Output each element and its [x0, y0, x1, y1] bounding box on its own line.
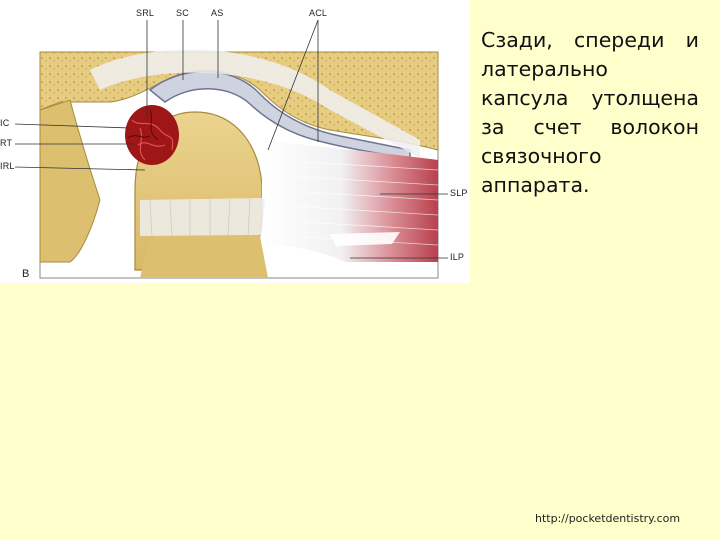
label-acl: ACL [309, 8, 328, 18]
label-rt: RT [0, 138, 13, 148]
label-ilp: ILP [450, 252, 465, 262]
label-sc: SC [176, 8, 189, 18]
capsule-lower-fibers [149, 197, 251, 237]
panel-letter: B [22, 268, 30, 280]
mandibular-neck [140, 236, 268, 278]
inferior-head-tendon [330, 232, 400, 246]
label-irl: IRL [0, 161, 15, 171]
retrodiscal-tissue [125, 105, 179, 165]
tmj-illustration [14, 19, 448, 279]
anatomy-figure: SRL SC AS ACL IC RT IRL SLP ILP B [0, 0, 470, 283]
label-slp: SLP [450, 188, 468, 198]
source-url: http://pocketdentistry.com [535, 512, 681, 525]
muscle-striations [269, 159, 439, 246]
label-srl: SRL [136, 8, 155, 18]
label-as: AS [211, 8, 224, 18]
posterior-bone [39, 99, 101, 263]
capsule-fibers [90, 49, 420, 159]
leader-lines [14, 19, 448, 259]
label-ic: IC [0, 118, 10, 128]
lateral-pterygoid-muscle [262, 140, 438, 262]
capsule-lower [140, 198, 265, 236]
slide-body-text: Сзади, спереди и латерально капсула утол… [481, 28, 699, 197]
